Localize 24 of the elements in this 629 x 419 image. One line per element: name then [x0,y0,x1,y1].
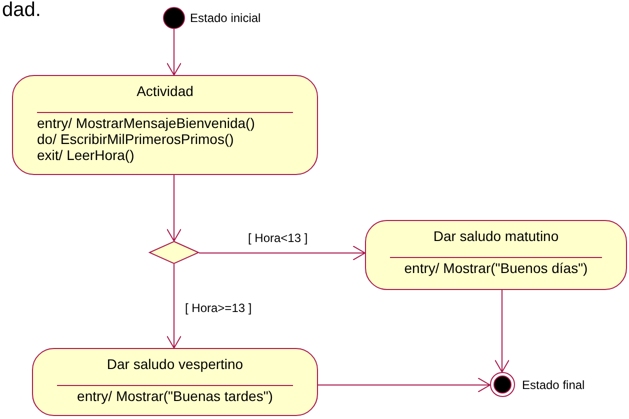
initial-state [163,7,185,29]
state-box [12,75,318,175]
state-name: Dar saludo matutino [432,227,560,245]
guard-label: [ Hora<13 ] [246,232,310,244]
state-box [32,348,318,416]
state-action: entry/ Mostrar("Buenos días") [403,260,589,276]
transition-arrow [166,28,182,76]
state-name: Actividad [136,82,194,100]
state-action: exit/ LeerHora() [37,147,136,163]
guard-label: [ Hora>=13 ] [183,302,254,314]
state-box [365,220,627,290]
state-caption: Estado final [522,378,585,390]
transition-arrow [198,246,366,260]
transition-arrow [318,378,490,392]
heading-fragment: dad. [2,0,41,20]
state-caption: Estado inicial [190,12,261,24]
transition-arrow [166,264,182,348]
state-name: Dar saludo vespertino [106,355,244,373]
transition-arrow [166,174,182,242]
state-action: entry/ MostrarMensajeBienvenida() [37,115,256,131]
state-action: entry/ Mostrar("Buenas tardes") [76,388,274,404]
final-state [490,372,515,397]
state-action: do/ EscribirMilPrimerosPrimos() [37,131,235,147]
transition-arrow [494,290,510,372]
